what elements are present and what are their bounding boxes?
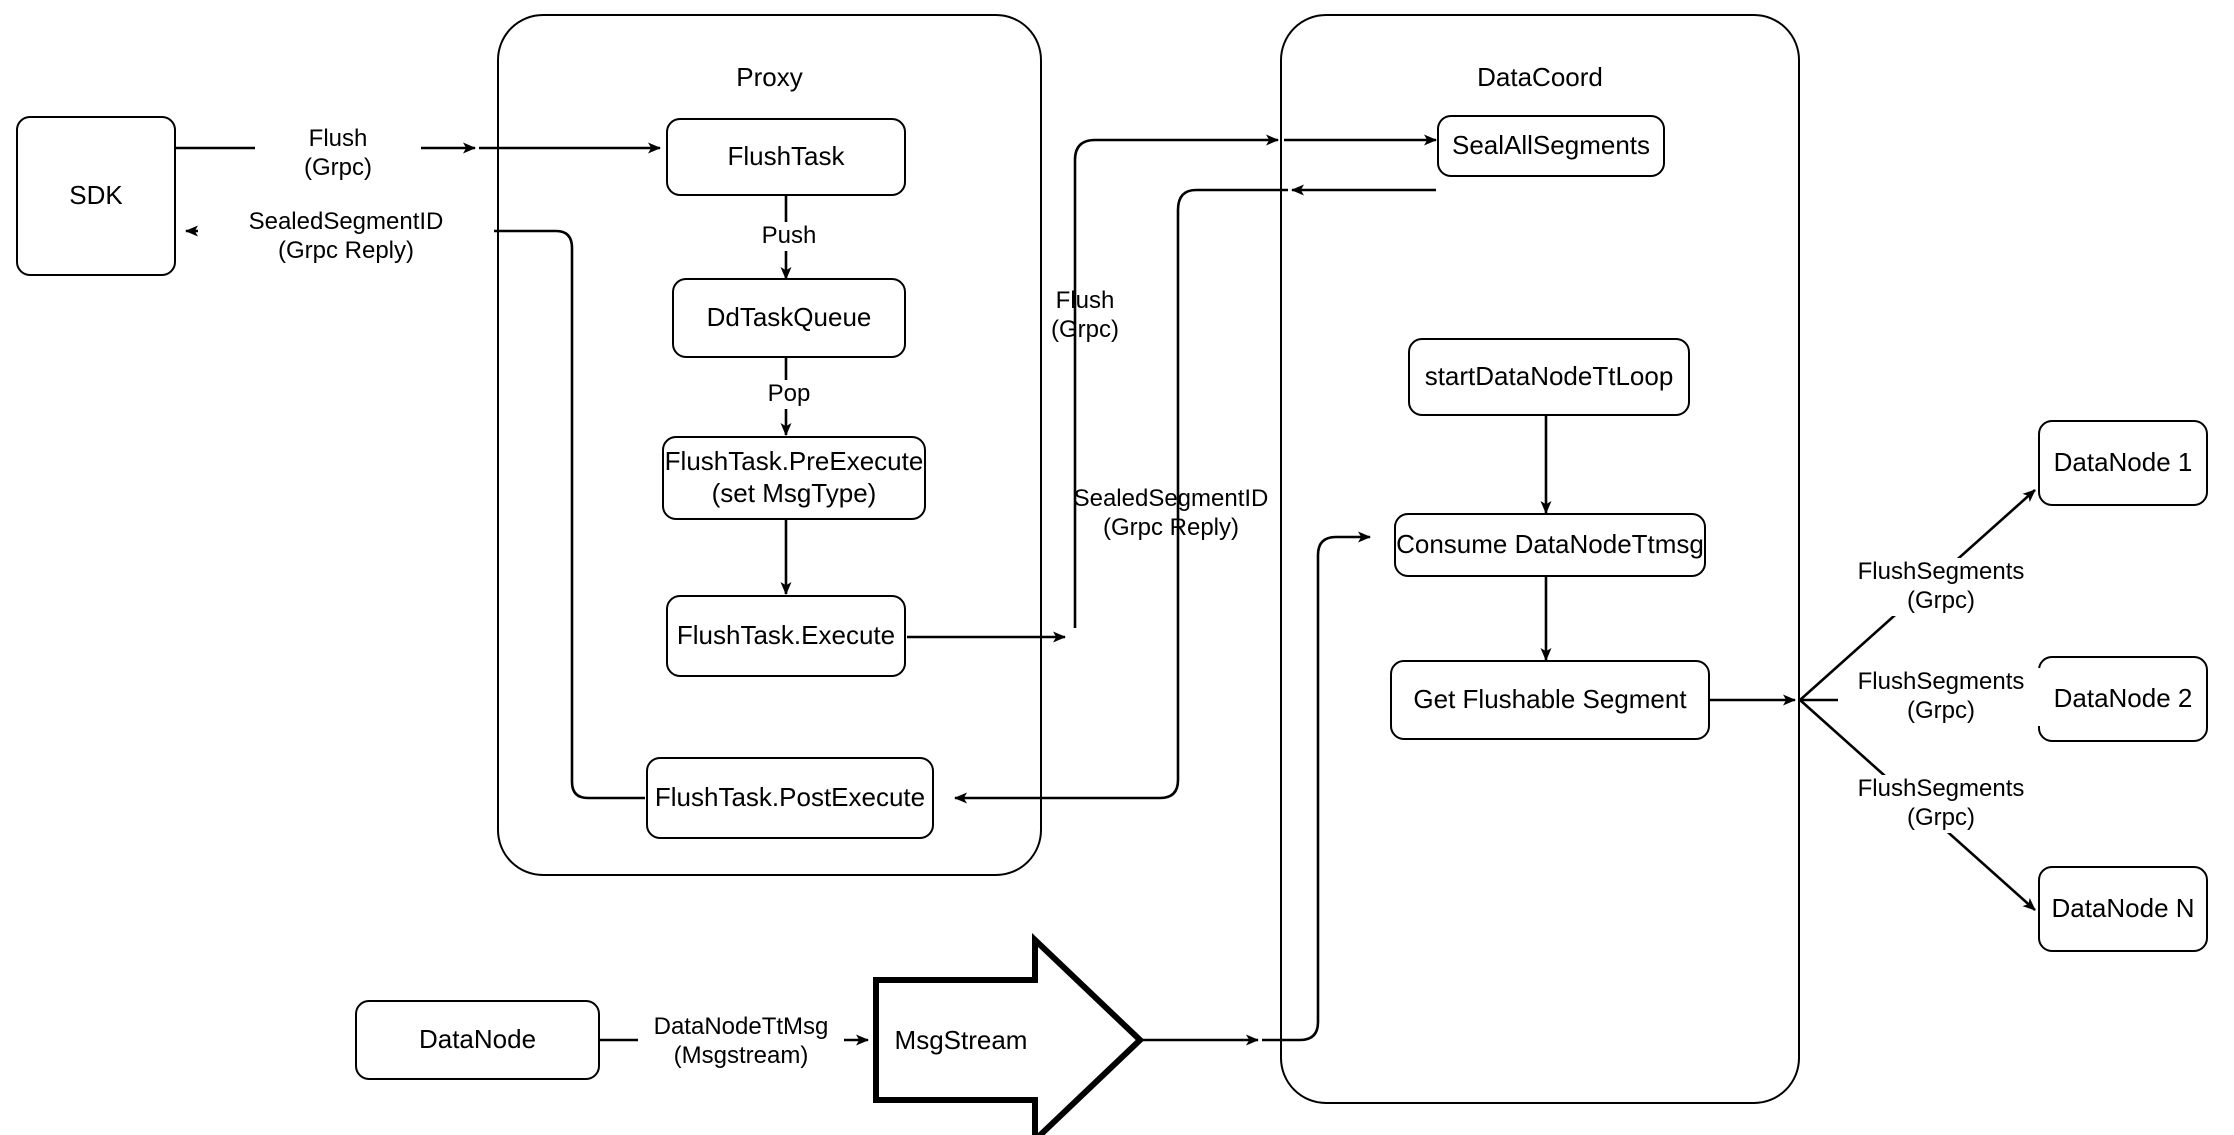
- node-msgstream-label: MsgStream: [894, 1025, 1028, 1055]
- node-dd-task-queue[interactable]: DdTaskQueue: [672, 278, 906, 358]
- msgstream-arrow-shape: [873, 933, 1145, 1135]
- node-flush-task-pre-execute[interactable]: FlushTask.PreExecute (set MsgType): [662, 436, 926, 520]
- edge-datacoord-ttmsg-riser: [1262, 531, 1371, 1042]
- node-get-flushable-segment[interactable]: Get Flushable Segment: [1390, 660, 1710, 740]
- node-seal-all-segments[interactable]: SealAllSegments: [1437, 115, 1665, 177]
- edge-label-datacoord-to-proxy: SealedSegmentID (Grpc Reply): [1073, 485, 1269, 541]
- node-datanode-1[interactable]: DataNode 1: [2038, 420, 2208, 506]
- node-flush-task-post-execute[interactable]: FlushTask.PostExecute: [646, 757, 934, 839]
- edge-label-pop: Pop: [740, 380, 838, 409]
- edge-postexecute-loop-left: [484, 229, 645, 800]
- container-proxy: [497, 14, 1042, 876]
- node-datanode-n[interactable]: DataNode N: [2038, 866, 2208, 952]
- edge-label-proxy-to-sdk: SealedSegmentID (Grpc Reply): [198, 208, 494, 266]
- edge-label-sdk-to-proxy: Flush (Grpc): [255, 125, 421, 183]
- edge-label-flush-segments-1: FlushSegments (Grpc): [1838, 558, 2044, 616]
- edge-label-proxy-to-datacoord: Flush (Grpc): [1051, 287, 1119, 343]
- container-datacoord-title: DataCoord: [1477, 62, 1603, 92]
- node-flush-task-execute[interactable]: FlushTask.Execute: [666, 595, 906, 677]
- node-start-datanode-tt-loop[interactable]: startDataNodeTtLoop: [1408, 338, 1690, 416]
- edge-label-flush-segments-n: FlushSegments (Grpc): [1838, 775, 2044, 833]
- node-flush-task[interactable]: FlushTask: [666, 118, 906, 196]
- edge-label-push: Push: [736, 222, 842, 251]
- container-proxy-title: Proxy: [736, 62, 803, 92]
- edge-label-flush-segments-2: FlushSegments (Grpc): [1838, 668, 2044, 726]
- node-consume-datanode-ttmsg[interactable]: Consume DataNodeTtmsg: [1394, 513, 1706, 577]
- node-datanode-source[interactable]: DataNode: [355, 1000, 600, 1080]
- edge-label-datanode-to-msgstream: DataNodeTtMsg (Msgstream): [638, 1013, 844, 1071]
- node-datanode-2[interactable]: DataNode 2: [2038, 656, 2208, 742]
- node-sdk[interactable]: SDK: [16, 116, 176, 276]
- container-datacoord: [1280, 14, 1800, 1104]
- edge-flush-channel-riser: [1073, 138, 1258, 628]
- edge-reply-out-of-datacoord: [1065, 188, 1288, 800]
